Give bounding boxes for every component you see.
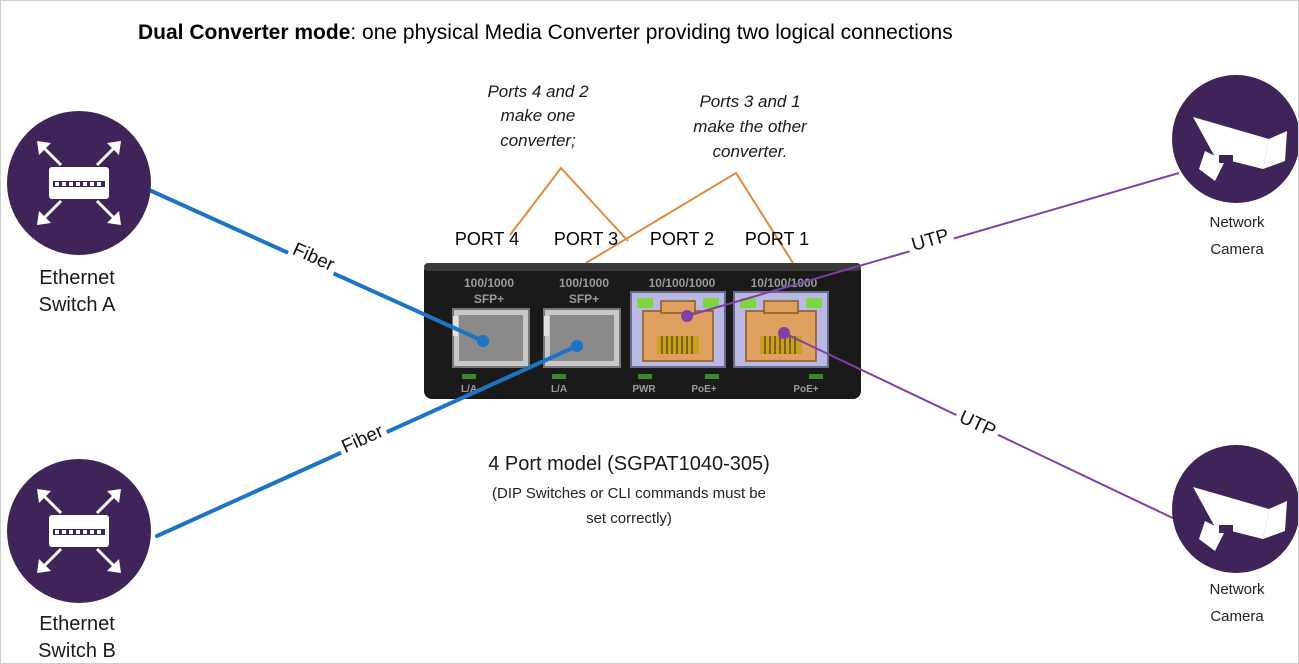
ethernet-switch-b-icon: [7, 459, 151, 603]
port-2-speed: 10/100/1000: [649, 276, 716, 290]
port-labels: PORT 4 PORT 3 PORT 2 PORT 1: [455, 229, 809, 249]
title-bold-part: Dual Converter mode: [138, 21, 350, 44]
note-right-line-3: converter.: [713, 142, 788, 161]
network-camera-bottom-icon: [1172, 445, 1298, 573]
fiber-a-endpoint: [477, 335, 489, 347]
port-1-speed: 10/100/1000: [751, 276, 818, 290]
ethernet-switch-a-icon: [7, 111, 151, 255]
switch-a-label-line-2: Switch A: [39, 294, 116, 316]
fiber-b-label-group: Fiber: [334, 417, 390, 459]
network-camera-bottom: Network Camera: [1172, 445, 1298, 625]
note-left-line-3: converter;: [500, 131, 576, 150]
bracket-ports-4-2: [509, 166, 629, 242]
device-top-edge: [424, 263, 861, 271]
network-camera-top: Network Camera: [1172, 75, 1298, 258]
rj45-port-2: [630, 291, 726, 368]
utp-top-label: UTP: [909, 225, 951, 256]
note-ports-3-1: Ports 3 and 1 make the other converter.: [693, 92, 808, 161]
utp-bottom-endpoint: [778, 327, 790, 339]
title-rest-part: : one physical Media Converter providing…: [350, 21, 952, 44]
device-note-line-1: (DIP Switches or CLI commands must be: [492, 485, 766, 502]
media-converter-device: 100/1000 100/1000 10/100/1000 10/100/100…: [424, 263, 861, 399]
port-3-led-label: L/A: [551, 384, 567, 395]
port-4-label: PORT 4: [455, 229, 519, 249]
utp-bottom-label: UTP: [956, 407, 999, 442]
utp-top-endpoint: [681, 310, 693, 322]
note-left-line-1: Ports 4 and 2: [487, 82, 589, 101]
port-1-label: PORT 1: [745, 229, 809, 249]
ethernet-switch-b: Ethernet Switch B: [7, 459, 151, 662]
switch-b-label-line-2: Switch B: [38, 640, 116, 662]
utp-top-label-group: UTP: [904, 222, 956, 256]
note-ports-4-2: Ports 4 and 2 make one converter;: [487, 82, 589, 150]
camera-top-label-line-2: Camera: [1210, 241, 1264, 258]
camera-bottom-label-line-1: Network: [1209, 581, 1265, 598]
bracket-ports-3-1: [585, 171, 794, 264]
port-4-led-label: L/A: [461, 384, 477, 395]
port-3-label: PORT 3: [554, 229, 618, 249]
sfp-port-4: [452, 308, 530, 368]
switch-a-label-line-1: Ethernet: [39, 267, 115, 289]
port-pair-brackets: [509, 166, 794, 264]
fiber-b-endpoint: [571, 340, 583, 352]
device-note-line-2: set correctly): [586, 510, 672, 527]
note-left-line-2: make one: [501, 106, 576, 125]
note-right-line-2: make the other: [693, 117, 808, 136]
port-4-type: SFP+: [474, 292, 504, 306]
camera-top-label-line-1: Network: [1209, 214, 1265, 231]
port-3-type: SFP+: [569, 292, 599, 306]
ethernet-switch-a: Ethernet Switch A: [7, 111, 151, 316]
camera-bottom-label-line-2: Camera: [1210, 608, 1264, 625]
port-2-label: PORT 2: [650, 229, 714, 249]
fiber-a-label-group: Fiber: [286, 235, 342, 277]
network-camera-top-icon: [1172, 75, 1298, 203]
port-3-speed: 100/1000: [559, 276, 609, 290]
device-model-label: 4 Port model (SGPAT1040-305): [488, 453, 770, 475]
port-4-speed: 100/1000: [464, 276, 514, 290]
switch-b-label-line-1: Ethernet: [39, 613, 115, 635]
utp-bottom-label-group: UTP: [952, 403, 1004, 443]
pwr-led-label: PWR: [632, 384, 656, 395]
diagram-title: Dual Converter mode: one physical Media …: [138, 21, 953, 44]
led-indicators: [462, 374, 823, 379]
sfp-port-3: [543, 308, 621, 368]
port-1-poe-label: PoE+: [793, 384, 818, 395]
port-2-poe-label: PoE+: [691, 384, 716, 395]
note-right-line-1: Ports 3 and 1: [699, 92, 800, 111]
